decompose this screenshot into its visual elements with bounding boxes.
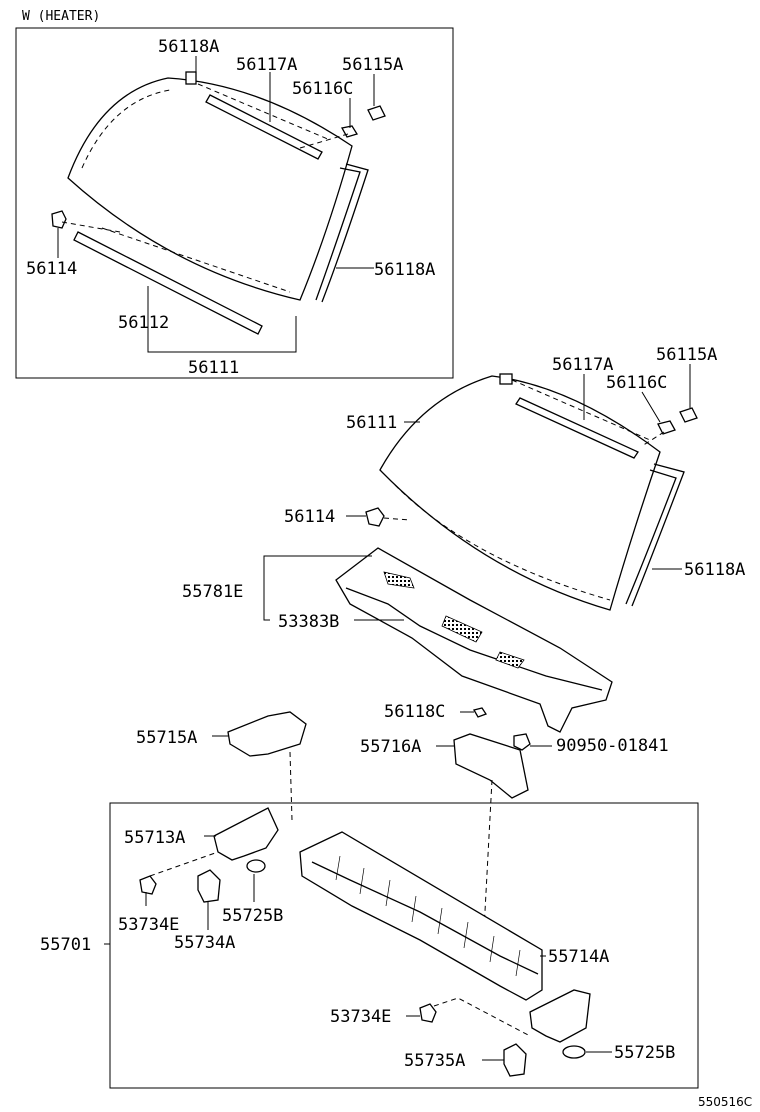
stopper-56115a-main [679, 407, 698, 423]
box-leader-lines [104, 835, 612, 1061]
cowl-louver-ridge [345, 587, 603, 691]
bracket-guides [289, 751, 493, 931]
callout-55725b-right: 55725B [614, 1043, 675, 1063]
cowl-louver-mesh-left [383, 571, 415, 589]
callout-90950-01841: 90950-01841 [556, 736, 669, 756]
grommet-55735a [503, 1043, 527, 1077]
callout-56112: 56112 [118, 313, 169, 333]
callout-56116c-main: 56116C [606, 373, 667, 393]
inset-windshield-glass [67, 77, 353, 301]
inset-guide-lines [61, 83, 349, 293]
callout-56111: 56111 [188, 358, 239, 378]
inset-frame [15, 27, 454, 379]
callout-56116c: 56116C [292, 79, 353, 99]
callout-56115a: 56115A [342, 55, 403, 75]
inset-upper-molding [205, 94, 323, 160]
callout-55714a: 55714A [548, 947, 609, 967]
top-bracket-main [499, 373, 513, 385]
callout-56118a-main: 56118A [684, 560, 745, 580]
bracket-leader-lines [212, 735, 454, 747]
upper-brackets: 55715A 55716A [136, 711, 529, 931]
side-molding-main [625, 463, 685, 607]
callout-55734a: 55734A [174, 933, 235, 953]
clip-53734e-left [139, 875, 157, 895]
callout-53734e-left: 53734E [118, 915, 179, 935]
pad-55725b-left [246, 859, 266, 873]
inset-lower-strip [73, 231, 263, 335]
callout-56115a-main: 56115A [656, 345, 717, 365]
cowl-panel-55701 [299, 831, 543, 1001]
callout-55725b-left: 55725B [222, 906, 283, 926]
callout-55701: 55701 [40, 935, 91, 955]
inset-leader-lines [57, 56, 375, 353]
clip-90950 [513, 733, 531, 751]
inset-bracket-56118a [185, 71, 197, 85]
callout-56117a-main: 56117A [552, 355, 613, 375]
callout-55715a: 55715A [136, 728, 197, 748]
clip-56114-main [365, 507, 385, 527]
grommet-55734a [197, 869, 221, 903]
main-leader-lines [346, 364, 691, 570]
bracket-55715a [227, 711, 307, 757]
callout-56117a: 56117A [236, 55, 297, 75]
inset-glass-edge [81, 89, 171, 169]
upper-molding-main [515, 397, 639, 459]
inset-stopper-56115a [367, 105, 386, 121]
pad-55725b-right [562, 1045, 586, 1059]
cowl-louver-mesh-center [441, 615, 483, 643]
callout-53383b: 53383B [278, 612, 339, 632]
callout-56111-main: 56111 [346, 413, 397, 433]
callout-56118a-top: 56118A [158, 37, 219, 57]
callout-56118c: 56118C [384, 702, 445, 722]
callout-56114-main: 56114 [284, 507, 335, 527]
spacer-56116c-main [657, 420, 676, 435]
windshield-dashed-edge [394, 484, 611, 601]
callout-55735a: 55735A [404, 1051, 465, 1071]
windshield-assembly: 56117A 56115A 56116C 56111 56114 56118A [284, 345, 745, 611]
heater-variant-inset: W (HEATER) 56118A 56117A 56115A 56116C 5… [15, 9, 454, 379]
group-label: W (HEATER) [22, 9, 100, 24]
reference-code: 550516C [698, 1095, 752, 1109]
callout-53734e-right: 53734E [330, 1007, 391, 1027]
bracket-55713a [213, 807, 279, 861]
inset-side-molding [315, 163, 369, 303]
callout-56118a-right: 56118A [374, 260, 435, 280]
cowl-seal-56118c [473, 707, 487, 718]
cowl-panel-frame [109, 802, 699, 1089]
cowl-louver-mesh-right [495, 651, 525, 669]
inset-clip-56114 [51, 210, 67, 229]
cowl-panel-inner-edge [311, 861, 539, 975]
cowl-panel-box: 55713A 53734E 55725B 55734A 55701 55714A… [40, 802, 699, 1089]
box-guide-lines [149, 851, 531, 1037]
main-guide-lines [383, 379, 665, 521]
bracket-55714a [529, 989, 591, 1043]
callout-55781e: 55781E [182, 582, 243, 602]
callout-55716a: 55716A [360, 737, 421, 757]
bracket-55716a [453, 733, 529, 799]
cowl-leader-lines [263, 555, 552, 747]
callout-55713a: 55713A [124, 828, 185, 848]
callout-56114: 56114 [26, 259, 77, 279]
cowl-louver-assembly: 55781E 53383B 56118C 90950-01841 [182, 547, 669, 756]
clip-53734e-right [419, 1003, 437, 1023]
